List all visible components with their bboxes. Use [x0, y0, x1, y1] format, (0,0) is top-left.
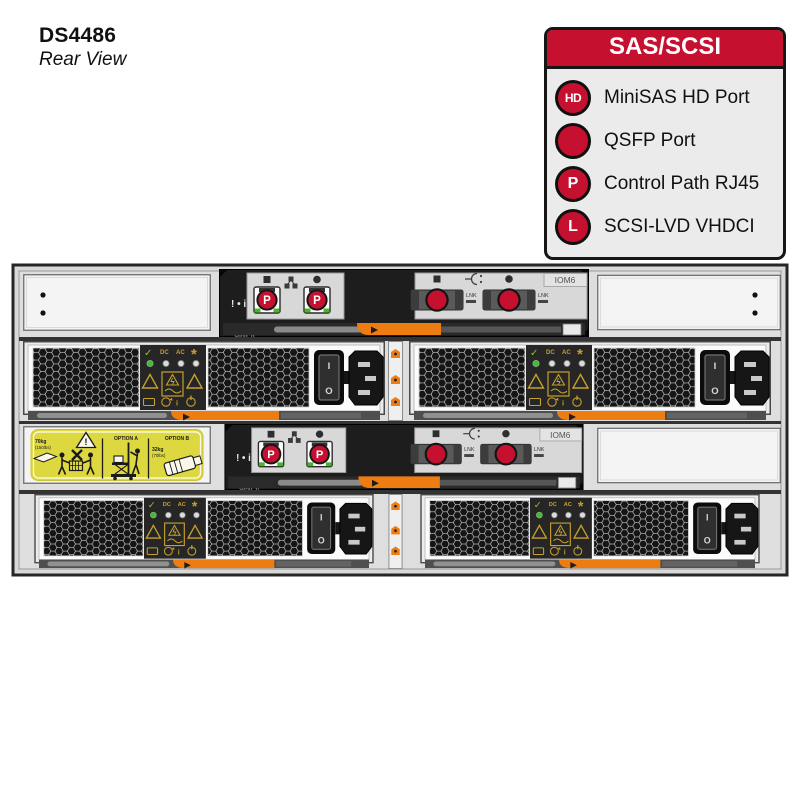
two-person-lift-icon — [57, 449, 95, 475]
page-title: DS4486 — [39, 24, 117, 47]
sled-remove-icon — [163, 455, 203, 477]
iom-canister-a — [219, 269, 589, 337]
control-path-port-icon: P — [555, 165, 591, 202]
blank-panel-screw-holes — [752, 292, 758, 316]
ds4486-rear-chassis: ✓ DC AC * — [11, 263, 789, 577]
legend-item-minisas: HD MiniSAS HD Port — [555, 76, 775, 119]
iom-canister-b — [223, 424, 585, 490]
legend-items: HD MiniSAS HD Port QSFP Port P Control P… — [547, 69, 783, 257]
psu-upper-left — [23, 341, 385, 421]
blank-panel-mid-right — [597, 427, 781, 484]
legend-label: QSFP Port — [604, 129, 696, 151]
option-b-label: OPTION B — [165, 436, 190, 442]
option-b-weight-label: 32kg — [152, 447, 163, 453]
psu-lower-right — [420, 494, 760, 569]
shelf-box-icon — [32, 452, 58, 463]
scsi-lvd-port-icon: L — [555, 208, 591, 245]
psu-latch-strip — [388, 494, 403, 569]
psu-latch-strip — [388, 341, 403, 421]
lift-warning-panel: ! 70kg (150lbs) OPTION A — [23, 426, 211, 484]
page-subtitle: Rear View — [39, 49, 127, 70]
row-separator — [19, 337, 781, 341]
blank-panel-screw-holes — [40, 292, 46, 316]
qsfp-port-icon — [555, 122, 591, 159]
title-block: DS4486 Rear View — [39, 24, 126, 72]
row-separator — [19, 490, 781, 494]
max-weight-lbs-label: (150lbs) — [35, 445, 51, 450]
legend-item-qsfp: QSFP Port — [555, 119, 775, 162]
legend-label: SCSI-LVD VHDCI — [604, 215, 755, 237]
max-weight-label: 70kg — [35, 439, 46, 445]
blank-panel-top-right — [597, 274, 781, 331]
row-separator — [19, 421, 781, 424]
warning-triangle-icon: ! — [75, 431, 97, 449]
option-b-weight-lbs-label: (70lbs) — [152, 453, 166, 458]
lift-cart-icon — [111, 442, 140, 481]
legend-item-control-path: P Control Path RJ45 — [555, 162, 775, 205]
option-a-label: OPTION A — [114, 436, 138, 442]
svg-text:!: ! — [84, 437, 87, 448]
psu-upper-right — [408, 341, 772, 421]
minisas-hd-port-icon: HD — [555, 79, 591, 116]
legend-label: Control Path RJ45 — [604, 172, 760, 194]
legend-header: SAS/SCSI — [547, 30, 783, 69]
legend-item-scsi-lvd: L SCSI-LVD VHDCI — [555, 205, 775, 248]
blank-panel-top-left — [23, 274, 211, 331]
port-legend: SAS/SCSI HD MiniSAS HD Port QSFP Port P … — [544, 27, 786, 260]
legend-label: MiniSAS HD Port — [604, 86, 750, 108]
psu-lower-left — [34, 494, 374, 569]
